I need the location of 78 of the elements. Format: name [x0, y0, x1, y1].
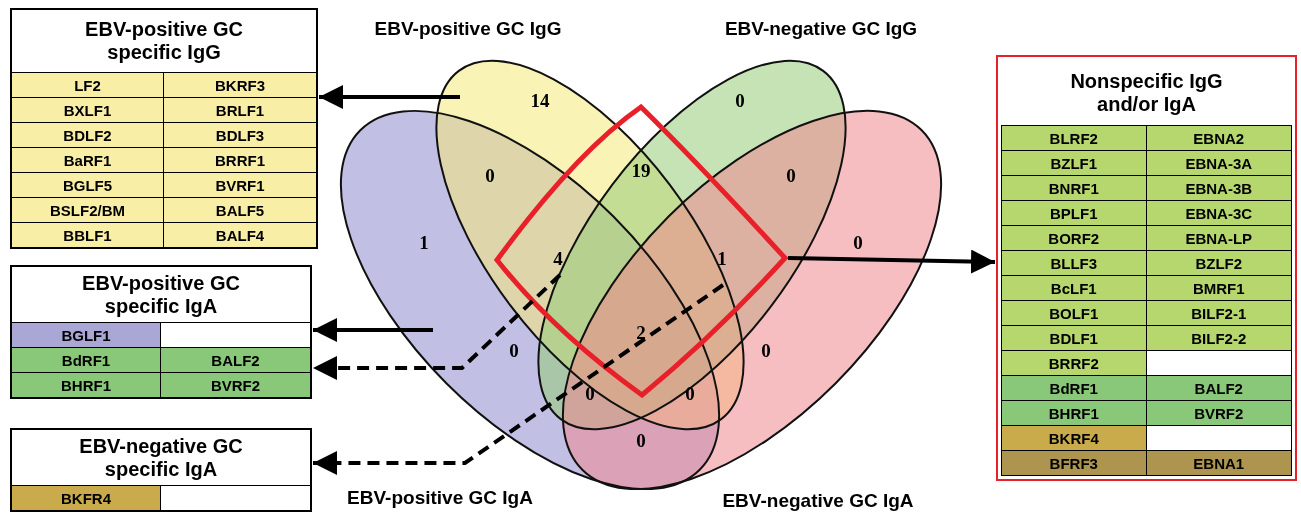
table-cell: BORF2	[1002, 225, 1147, 250]
table-cell: BALF2	[161, 347, 310, 372]
table-cell: BKFR4	[12, 485, 161, 510]
table-cell: BDLF2	[12, 122, 164, 147]
table-cell: BRRF2	[1002, 350, 1147, 375]
set-label: EBV-positive GC IgG	[374, 18, 562, 38]
table-cell: BZLF1	[1002, 150, 1147, 175]
table-cell: BSLF2/BM	[12, 197, 164, 222]
count-label: 0	[853, 232, 863, 252]
table-cell: BNRF1	[1002, 175, 1147, 200]
table-cell: BALF2	[1146, 375, 1291, 400]
table-cell: LF2	[12, 72, 164, 97]
set-label: EBV-negative GC IgA	[722, 490, 914, 510]
table-cell: EBNA1	[1146, 450, 1291, 475]
table-heading: Nonspecific IgG and/or IgA	[1069, 68, 1224, 117]
table-cell: EBNA-3A	[1146, 150, 1291, 175]
count-label: 0	[685, 383, 695, 403]
table-cell: BDLF3	[164, 122, 316, 147]
count-label: 2	[636, 322, 646, 342]
count-label: 4	[553, 248, 563, 268]
table-cell: BILF2-1	[1146, 300, 1291, 325]
table-cell: BVRF2	[161, 372, 310, 397]
gene-table	[10, 8, 318, 249]
count-label: 1	[419, 232, 429, 252]
arrow	[313, 283, 725, 475]
table-heading: EBV-positive GC specific IgA	[81, 270, 241, 319]
table-cell: BRRF1	[164, 147, 316, 172]
table-cell: BBLF1	[12, 222, 164, 247]
table-heading: EBV-positive GC specific IgG	[84, 17, 244, 65]
count-label: 0	[735, 90, 745, 110]
table-cell: BaRF1	[12, 147, 164, 172]
table-cell: BKRF3	[164, 72, 316, 97]
table-cell: BOLF1	[1002, 300, 1147, 325]
table-cell: BPLF1	[1002, 200, 1147, 225]
table-cell: BDLF1	[1002, 325, 1147, 350]
count-label: 14	[530, 90, 550, 110]
arrow	[787, 249, 996, 274]
arrow	[319, 85, 460, 109]
table-cell: BdRF1	[1002, 375, 1147, 400]
table-cell: BLLF3	[1002, 250, 1147, 275]
table-cell: BALF4	[164, 222, 316, 247]
table-cell: BVRF1	[164, 172, 316, 197]
table-cell: EBNA-3B	[1146, 175, 1291, 200]
table-cell: BKRF4	[1002, 425, 1147, 450]
table-cell: BRLF1	[164, 97, 316, 122]
table-cell: BGLF5	[12, 172, 164, 197]
table-cell: EBNA2	[1146, 125, 1291, 150]
count-label: 0	[485, 165, 495, 185]
table-cell: BLRF2	[1002, 125, 1147, 150]
count-label: 0	[786, 165, 796, 185]
set-label: EBV-positive GC IgA	[347, 487, 533, 507]
table-cell: BcLF1	[1002, 275, 1147, 300]
gene-table	[10, 265, 312, 399]
table-cell: BGLF1	[12, 322, 161, 347]
count-label: 0	[509, 340, 519, 360]
gene-table	[996, 55, 1297, 481]
count-label: 19	[631, 160, 651, 180]
set-label: EBV-negative GC IgG	[724, 18, 918, 38]
table-cell: BVRF2	[1146, 400, 1291, 425]
gene-table	[10, 428, 312, 512]
table-cell: BdRF1	[12, 347, 161, 372]
arrow	[313, 318, 433, 342]
table-cell: EBNA-LP	[1146, 225, 1291, 250]
count-label: 0	[585, 383, 595, 403]
arrow	[313, 273, 562, 380]
table-cell: BXLF1	[12, 97, 164, 122]
table-heading: EBV-negative GC specific IgA	[78, 433, 244, 482]
table-cell: BMRF1	[1146, 275, 1291, 300]
table-cell: EBNA-3C	[1146, 200, 1291, 225]
table-cell: BHRF1	[1002, 400, 1147, 425]
count-label: 0	[761, 340, 771, 360]
table-cell: BALF5	[164, 197, 316, 222]
count-label: 0	[636, 430, 646, 450]
count-label: 1	[717, 248, 727, 268]
table-cell: BILF2-2	[1146, 325, 1291, 350]
table-cell: BZLF2	[1146, 250, 1291, 275]
table-cell: BHRF1	[12, 372, 161, 397]
table-cell: BFRF3	[1002, 450, 1147, 475]
